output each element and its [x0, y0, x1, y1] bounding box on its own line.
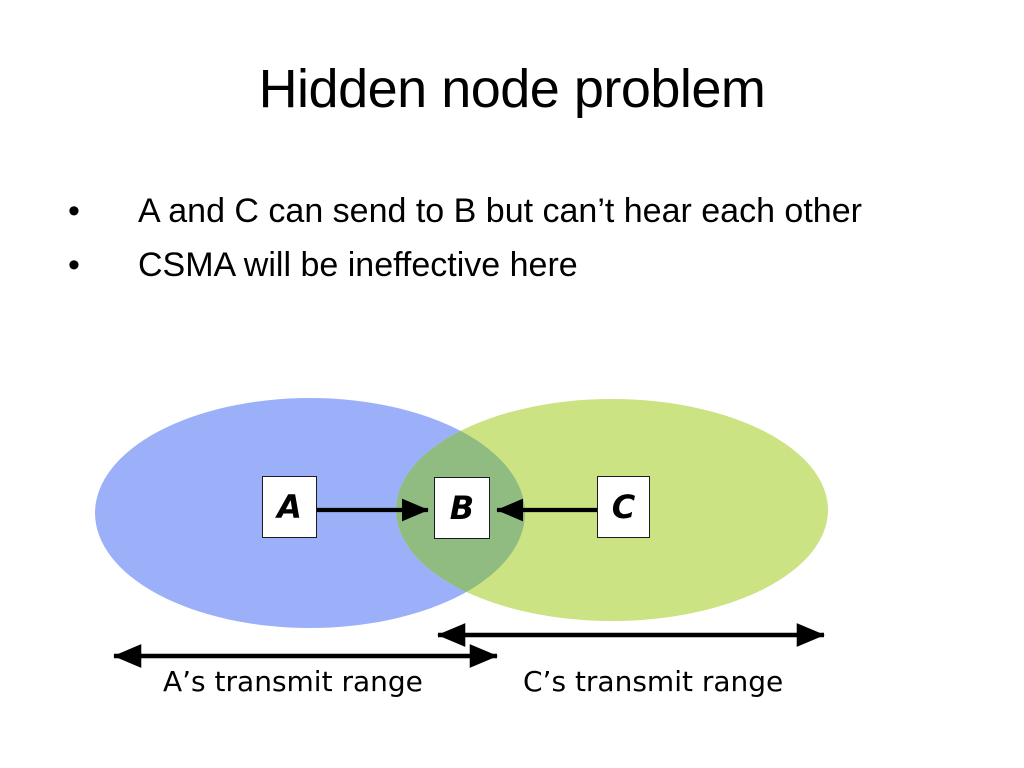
a-transmit-range-label: A’s transmit range	[163, 665, 423, 698]
c-transmit-range-label: C’s transmit range	[523, 665, 784, 698]
bullet-marker-icon: •	[68, 192, 80, 230]
node-b: B	[434, 477, 490, 539]
node-a: A	[262, 476, 317, 538]
list-item: • CSMA will be ineffective here	[62, 242, 942, 288]
bullet-text: CSMA will be ineffective here	[138, 246, 578, 284]
bullet-list: • A and C can send to B but can’t hear e…	[62, 188, 942, 296]
list-item: • A and C can send to B but can’t hear e…	[62, 188, 942, 234]
page-title: Hidden node problem	[258, 59, 766, 119]
bullet-text: A and C can send to B but can’t hear eac…	[138, 192, 862, 230]
node-c: C	[597, 476, 650, 538]
bullet-marker-icon: •	[68, 246, 80, 284]
